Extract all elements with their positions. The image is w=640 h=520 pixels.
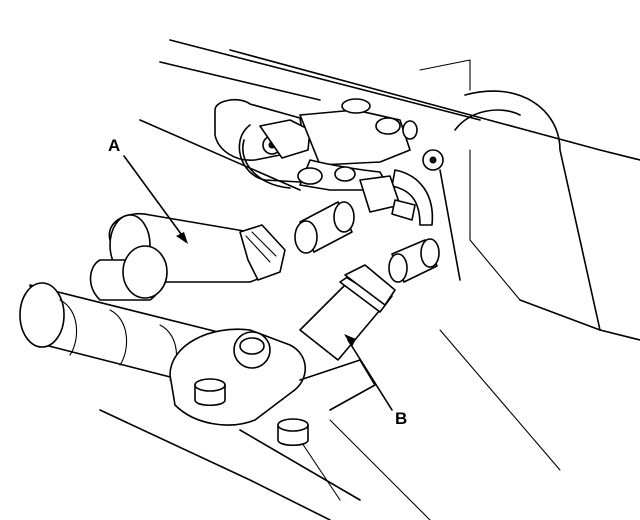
coolant-fitting-assembly bbox=[214, 98, 444, 226]
callout-a-arrowhead bbox=[176, 232, 188, 244]
callout-b-label: B bbox=[395, 409, 407, 428]
mounting-bracket bbox=[99, 328, 376, 520]
callout-a: A bbox=[108, 136, 188, 244]
callout-a-label: A bbox=[108, 136, 120, 155]
engine-frame bbox=[139, 39, 640, 520]
hose-b bbox=[299, 264, 396, 361]
callout-b-arrowhead bbox=[344, 334, 356, 347]
pipe-fittings bbox=[294, 201, 440, 283]
callout-b: B bbox=[344, 334, 407, 428]
hose-a bbox=[89, 213, 286, 301]
